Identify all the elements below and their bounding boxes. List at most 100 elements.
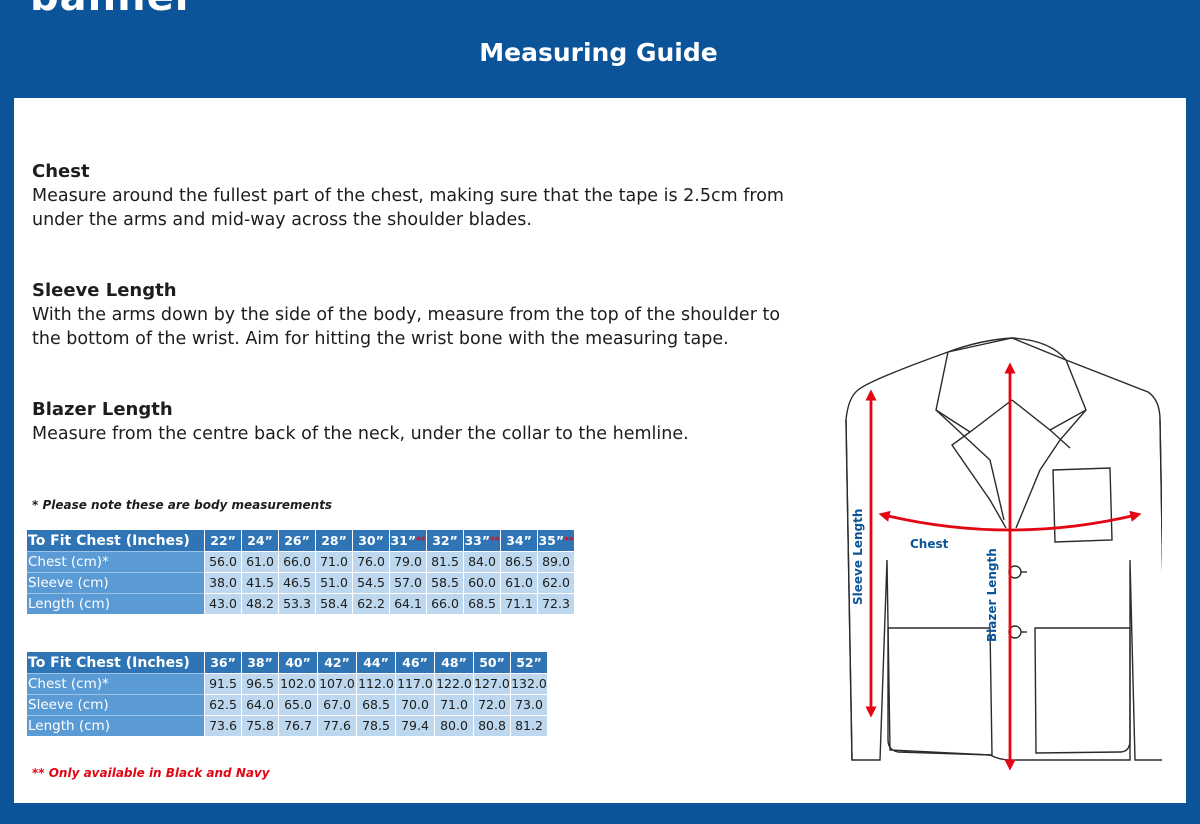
sleeve-measure-label: Sleeve Length (851, 509, 865, 605)
size-header-cell: 24” (241, 530, 279, 552)
table-cell: 38.0 (204, 572, 242, 594)
chest-section: Chest Measure around the fullest part of… (32, 160, 792, 232)
size-label: 30” (358, 532, 384, 548)
size-header-cell: 31”** (389, 530, 427, 552)
sleeve-section: Sleeve Length With the arms down by the … (32, 279, 792, 351)
table-cell: 62.2 (352, 593, 390, 614)
table-cell: 53.3 (278, 593, 316, 614)
chest-instructions-line1: Measure around the fullest part of the c… (32, 186, 784, 206)
body-measurements-note: * Please note these are body measurement… (32, 498, 333, 512)
table-cell: 48.2 (241, 593, 279, 614)
table-cell: 61.0 (241, 551, 279, 573)
size-table-small: To Fit Chest (Inches) 22”24”26”28”30”31”… (27, 530, 574, 614)
table-cell: 72.3 (537, 593, 574, 614)
availability-star: ** (416, 535, 426, 546)
table-cell: 64.1 (389, 593, 427, 614)
size-header-cell: 40” (278, 652, 318, 674)
table-cell: 71.0 (315, 551, 353, 573)
table-cell: 64.0 (241, 694, 279, 716)
blazer-diagram: Chest Sleeve Length Blazer Length (845, 337, 1162, 771)
blazer-length-heading: Blazer Length (32, 399, 173, 420)
row-label: Sleeve (cm) (27, 572, 205, 594)
size-header-cell: 34” (500, 530, 538, 552)
table-cell: 62.0 (537, 572, 574, 594)
table-cell: 66.0 (278, 551, 316, 573)
table-cell: 61.0 (500, 572, 538, 594)
size-label: 22” (210, 532, 236, 548)
blazer-outline (845, 337, 1162, 761)
table-cell: 73.6 (204, 715, 242, 736)
chest-instructions-line2: under the arms and mid-way across the sh… (32, 210, 532, 230)
size-header-cell: 48” (434, 652, 474, 674)
table-cell: 66.0 (426, 593, 464, 614)
size-label: 36” (210, 654, 236, 670)
table-cell: 72.0 (473, 694, 511, 716)
size-table-large: To Fit Chest (Inches) 36”38”40”42”44”46”… (27, 652, 547, 736)
size-header-cell: 44” (356, 652, 396, 674)
table-cell: 68.5 (356, 694, 396, 716)
size-label: 34” (506, 532, 532, 548)
table-cell: 41.5 (241, 572, 279, 594)
table-cell: 43.0 (204, 593, 242, 614)
table-cell: 58.5 (426, 572, 464, 594)
table-header-label: To Fit Chest (Inches) (27, 652, 205, 674)
availability-footnote: ** Only available in Black and Navy (32, 766, 270, 780)
table-cell: 77.6 (317, 715, 357, 736)
table-cell: 89.0 (537, 551, 574, 573)
table-cell: 46.5 (278, 572, 316, 594)
table-header-row: To Fit Chest (Inches) 22”24”26”28”30”31”… (27, 530, 574, 552)
row-label: Chest (cm)* (27, 551, 205, 573)
size-label: 32” (432, 532, 458, 548)
table-cell: 68.5 (463, 593, 501, 614)
table-header-row: To Fit Chest (Inches) 36”38”40”42”44”46”… (27, 652, 547, 674)
blazer-length-section: Blazer Length Measure from the centre ba… (32, 398, 792, 446)
size-label: 42” (324, 654, 350, 670)
size-label: 31” (390, 532, 417, 548)
size-header-cell: 26” (278, 530, 316, 552)
size-label: 44” (363, 654, 389, 670)
table-cell: 71.0 (434, 694, 474, 716)
size-label: 28” (321, 532, 347, 548)
table-cell: 80.0 (434, 715, 474, 736)
table-cell: 65.0 (278, 694, 318, 716)
sleeve-heading: Sleeve Length (32, 280, 177, 301)
table-cell: 107.0 (317, 673, 357, 695)
table-cell: 122.0 (434, 673, 474, 695)
size-label: 50” (479, 654, 505, 670)
table-cell: 58.4 (315, 593, 353, 614)
size-label: 46” (402, 654, 428, 670)
sleeve-instructions-line2: the bottom of the wrist. Aim for hitting… (32, 329, 729, 349)
table-cell: 54.5 (352, 572, 390, 594)
table-cell: 57.0 (389, 572, 427, 594)
table-cell: 62.5 (204, 694, 242, 716)
size-label: 35” (538, 532, 565, 548)
chest-arrow (878, 510, 1142, 532)
table-cell: 73.0 (510, 694, 547, 716)
page-title: Measuring Guide (479, 38, 718, 67)
table-cell: 75.8 (241, 715, 279, 736)
table-cell: 102.0 (278, 673, 318, 695)
table-cell: 81.5 (426, 551, 464, 573)
size-header-cell: 52” (510, 652, 547, 674)
table-cell: 76.7 (278, 715, 318, 736)
table-cell: 51.0 (315, 572, 353, 594)
availability-star: ** (490, 535, 500, 546)
measurement-lines (865, 362, 1142, 771)
chest-heading: Chest (32, 161, 90, 182)
size-header-cell: 35”** (537, 530, 574, 552)
table-cell: 56.0 (204, 551, 242, 573)
size-label: 52” (516, 654, 542, 670)
table-cell: 117.0 (395, 673, 435, 695)
size-header-cell: 33”** (463, 530, 501, 552)
content-panel: Chest Measure around the fullest part of… (14, 98, 1186, 803)
table-cell: 112.0 (356, 673, 396, 695)
size-label: 26” (284, 532, 310, 548)
table-cell: 127.0 (473, 673, 511, 695)
table-cell: 96.5 (241, 673, 279, 695)
brand-logo: banner (30, 0, 195, 20)
row-label: Length (cm) (27, 593, 205, 614)
size-header-cell: 32” (426, 530, 464, 552)
